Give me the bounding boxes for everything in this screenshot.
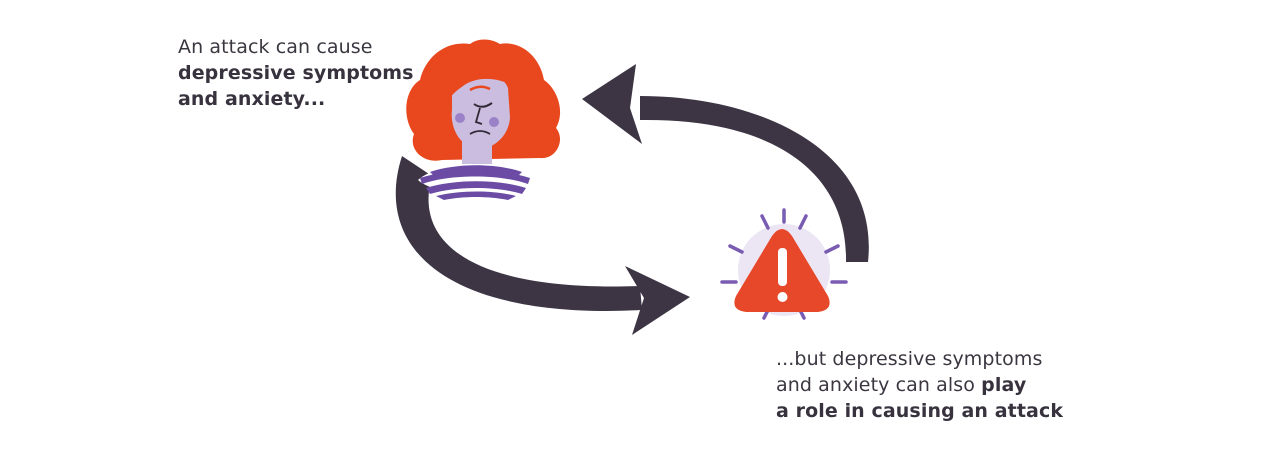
exclamation-dot <box>777 292 788 302</box>
cycle-arrow-bottom <box>395 156 690 335</box>
cycle-arrow-top <box>582 64 869 262</box>
cycle-arrow-top-body <box>640 96 869 262</box>
face <box>451 72 510 149</box>
caption-bottom-line1: ...but depressive symptoms <box>776 348 1043 370</box>
woman-face-illustration-icon <box>406 39 561 200</box>
cycle-arrow-bottom-head <box>625 266 690 335</box>
eyebrow <box>469 85 491 92</box>
caption-top-line3: and anxiety... <box>178 88 326 110</box>
striped-shirt <box>418 164 532 200</box>
caption-bottom: ...but depressive symptoms and anxiety c… <box>776 346 1076 424</box>
caption-bottom-line3: a role in causing an attack <box>776 400 1064 422</box>
hair-fringe <box>448 69 512 100</box>
caption-top: An attack can cause depressive symptoms … <box>178 34 428 112</box>
caption-bottom-line2: and anxiety can also play <box>776 372 1076 398</box>
caption-bottom-line2-bold: play <box>981 374 1027 396</box>
cycle-arrow-top-head <box>582 64 642 144</box>
caption-bottom-line2-regular: and anxiety can also <box>776 374 982 396</box>
caption-top-line2: depressive symptoms <box>178 62 414 84</box>
closed-eye <box>473 102 493 108</box>
warning-triangle-icon <box>720 208 848 320</box>
caption-top-line1: An attack can cause <box>178 36 373 58</box>
cycle-arrow-bottom-body <box>395 156 642 311</box>
nose <box>474 107 483 125</box>
mouth <box>469 130 491 135</box>
cheek-right <box>489 117 499 127</box>
cheek-left <box>455 113 465 123</box>
exclamation-bar <box>778 248 787 286</box>
